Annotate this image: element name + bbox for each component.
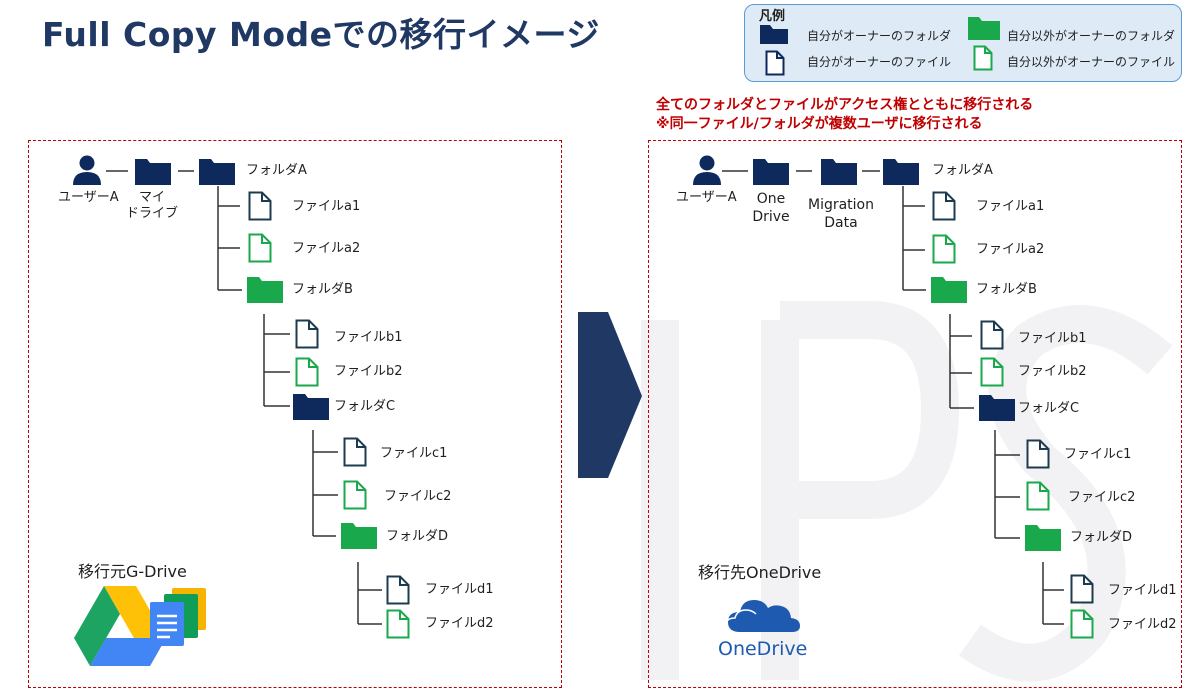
dest-folder-c-label: フォルダC bbox=[1018, 401, 1080, 416]
file-b2-icon bbox=[295, 357, 319, 387]
dest-folder-a-icon bbox=[883, 159, 919, 185]
dest-file-a2-label: ファイルa2 bbox=[976, 242, 1045, 257]
onedrive-cloud-logo-icon bbox=[725, 600, 800, 633]
onedrive-folder-icon bbox=[753, 159, 789, 185]
source-file-b2-label: ファイルb2 bbox=[334, 364, 403, 379]
file-a2-icon bbox=[248, 233, 272, 263]
onedrive-label-line1: One bbox=[756, 191, 786, 207]
dest-file-c1-icon bbox=[1026, 439, 1050, 469]
mydrive-label-line1: マイ bbox=[138, 190, 165, 205]
dest-folder-c-icon bbox=[979, 395, 1015, 421]
file-c1-icon bbox=[343, 437, 367, 467]
source-file-a2-label: ファイルa2 bbox=[292, 241, 361, 256]
migration-data-label-line2: Data bbox=[824, 215, 858, 231]
legend-own-folder: 自分がオーナーのフォルダ bbox=[807, 29, 952, 43]
onedrive-label-line2: Drive bbox=[752, 209, 790, 225]
destination-caption: 移行先OneDrive bbox=[698, 563, 822, 582]
other-folder-icon bbox=[968, 17, 1000, 40]
dest-file-d2-icon bbox=[1070, 609, 1094, 639]
source-file-d2-label: ファイルd2 bbox=[425, 616, 494, 631]
own-file-icon bbox=[765, 50, 785, 76]
mydrive-folder-icon bbox=[135, 159, 171, 185]
dest-user-label: ユーザーA bbox=[676, 190, 737, 205]
file-a1-icon bbox=[248, 191, 272, 221]
dest-folder-d-icon bbox=[1025, 525, 1061, 551]
migration-data-label-line1: Migration bbox=[807, 197, 874, 213]
dest-folder-a-label: フォルダA bbox=[932, 163, 993, 178]
source-folder-d-label: フォルダD bbox=[386, 529, 449, 544]
source-tree-lines bbox=[106, 170, 382, 625]
migration-data-label: Migration Data bbox=[800, 196, 882, 232]
source-folder-c-label: フォルダC bbox=[334, 399, 396, 414]
legend-other-file: 自分以外がオーナーのファイル bbox=[1007, 55, 1176, 69]
other-file-icon bbox=[973, 45, 993, 71]
source-file-c1-label: ファイルc1 bbox=[380, 446, 448, 461]
onedrive-logo-text: OneDrive bbox=[718, 638, 808, 660]
source-file-c2-label: ファイルc2 bbox=[384, 489, 452, 504]
file-d2-icon bbox=[386, 609, 410, 639]
dest-file-b2-label: ファイルb2 bbox=[1018, 364, 1087, 379]
dest-file-d1-label: ファイルd1 bbox=[1108, 583, 1177, 598]
migration-arrow-icon bbox=[578, 312, 642, 478]
notice-line-1: 全てのフォルダとファイルがアクセス権とともに移行される bbox=[656, 97, 1034, 113]
source-folder-b-label: フォルダB bbox=[292, 282, 353, 297]
folder-d-icon bbox=[341, 523, 377, 549]
folder-a-icon bbox=[199, 159, 235, 185]
dest-file-a2-icon bbox=[932, 234, 956, 264]
dest-file-b1-icon bbox=[980, 320, 1004, 350]
user-icon bbox=[73, 155, 101, 185]
own-folder-icon bbox=[760, 25, 788, 44]
onedrive-label: One Drive bbox=[744, 190, 798, 226]
dest-folder-b-label: フォルダB bbox=[976, 282, 1037, 297]
dest-user-icon bbox=[693, 155, 721, 185]
page-title: Full Copy Modeでの移行イメージ bbox=[42, 15, 600, 54]
legend-title: 凡例 bbox=[759, 9, 786, 24]
dest-file-c2-icon bbox=[1026, 481, 1050, 511]
folder-c-icon bbox=[293, 394, 329, 420]
dest-file-b2-icon bbox=[980, 357, 1004, 387]
file-b1-icon bbox=[295, 319, 319, 349]
migration-data-folder-icon bbox=[821, 159, 857, 185]
source-drive-panel bbox=[28, 140, 562, 688]
legend: 凡例 自分がオーナーのフォルダ 自分がオーナーのファイル 自分以外がオーナーのフ… bbox=[744, 4, 1182, 82]
legend-other-folder: 自分以外がオーナーのフォルダ bbox=[1007, 29, 1176, 43]
source-folder-a-label: フォルダA bbox=[246, 163, 307, 178]
dest-folder-d-label: フォルダD bbox=[1070, 530, 1133, 545]
folder-b-icon bbox=[247, 277, 283, 303]
dest-file-a1-label: ファイルa1 bbox=[976, 199, 1045, 214]
source-caption: 移行元G-Drive bbox=[78, 562, 187, 581]
notice-line-2: ※同一ファイル/フォルダが複数ユーザに移行される bbox=[656, 116, 983, 132]
mydrive-label-line2: ドライブ bbox=[126, 206, 179, 221]
source-file-d1-label: ファイルd1 bbox=[425, 582, 494, 597]
source-user-label: ユーザーA bbox=[58, 190, 119, 205]
destination-tree-lines bbox=[722, 170, 1064, 625]
dest-file-c2-label: ファイルc2 bbox=[1068, 490, 1136, 505]
dest-file-d2-label: ファイルd2 bbox=[1108, 617, 1177, 632]
dest-file-d1-icon bbox=[1070, 574, 1094, 604]
mydrive-label: マイ ドライブ bbox=[126, 190, 178, 222]
destination-drive-panel bbox=[648, 140, 1182, 688]
file-d1-icon bbox=[386, 575, 410, 605]
dest-file-c1-label: ファイルc1 bbox=[1064, 447, 1132, 462]
migration-notice: 全てのフォルダとファイルがアクセス権とともに移行される ※同一ファイル/フォルダ… bbox=[656, 96, 1033, 134]
source-file-b1-label: ファイルb1 bbox=[334, 330, 403, 345]
dest-file-b1-label: ファイルb1 bbox=[1018, 331, 1087, 346]
dest-file-a1-icon bbox=[932, 191, 956, 221]
source-file-a1-label: ファイルa1 bbox=[292, 199, 361, 214]
legend-own-file: 自分がオーナーのファイル bbox=[807, 55, 952, 69]
file-c2-icon bbox=[343, 480, 367, 510]
dest-folder-b-icon bbox=[931, 277, 967, 303]
google-drive-logo-icon bbox=[74, 586, 206, 666]
